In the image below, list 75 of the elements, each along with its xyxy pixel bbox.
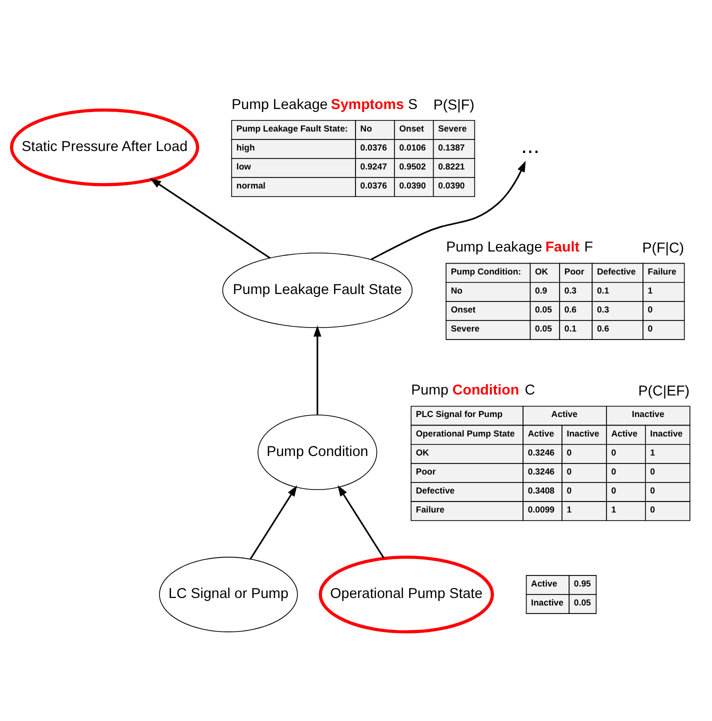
label: 0.3246 (528, 446, 555, 457)
label: P(C|EF) (638, 382, 690, 399)
label: 1 (650, 446, 656, 457)
label: 0.9247 (360, 160, 387, 171)
label: 1 (648, 284, 653, 295)
label: Active (611, 428, 638, 438)
label: Pump Condition: (450, 266, 522, 276)
label: Defective (596, 266, 636, 276)
label: Onset (399, 122, 424, 133)
label: Severe (450, 322, 480, 333)
label: 0 (650, 466, 656, 476)
label: 1 (611, 504, 616, 514)
label: Failure (416, 504, 444, 514)
label: Onset (450, 304, 476, 314)
label: high (236, 142, 255, 152)
label: Active (531, 578, 558, 588)
label: 0.0376 (360, 180, 387, 190)
label: 0.95 (574, 578, 591, 588)
label: 0.3408 (528, 484, 555, 495)
label: Defective (416, 484, 455, 495)
label: No (450, 284, 462, 295)
label: Failure (648, 266, 676, 276)
label: 0 (611, 446, 616, 457)
label: P(S|F) (433, 97, 474, 114)
label: 0.3 (564, 284, 577, 295)
label: Pump Leakage Fault F (446, 239, 593, 256)
label: 0.9502 (399, 160, 426, 171)
label: Pump Leakage Fault State: (236, 122, 348, 133)
label: 0.05 (574, 596, 591, 607)
label: No (360, 122, 372, 133)
label: Severe (438, 122, 467, 133)
label: 0 (648, 304, 653, 314)
label: Inactive (650, 428, 683, 438)
label: P(F|C) (642, 240, 684, 256)
label: 0 (566, 466, 572, 476)
label: 0.1 (596, 284, 610, 295)
label: Pump Condition C (411, 382, 536, 398)
label: 0.0106 (399, 142, 426, 152)
label: low (236, 160, 251, 171)
label: Active (528, 428, 554, 438)
label: 0.1 (564, 322, 577, 333)
label: 0.8221 (438, 160, 465, 171)
label: 1 (566, 504, 572, 514)
label: 0 (650, 484, 656, 495)
node-text: ... (520, 132, 540, 158)
label: Inactive (632, 408, 664, 419)
label: Poor (564, 266, 584, 276)
label: 0.05 (535, 322, 552, 333)
label: Active (551, 408, 578, 419)
label: 0.05 (535, 304, 552, 314)
label: Operational Pump State (416, 428, 515, 438)
label: Inactive (531, 596, 564, 607)
label: 0 (611, 466, 616, 476)
label: 0.0390 (438, 180, 465, 190)
label: normal (236, 180, 266, 190)
label: OK (535, 266, 548, 276)
label: 0 (648, 322, 653, 333)
label: PLC Signal for Pump (416, 408, 503, 419)
label: 0.6 (564, 304, 577, 314)
label: Poor (416, 466, 436, 476)
label: 0 (566, 446, 572, 457)
label: 0.9 (535, 284, 548, 295)
label: 0 (611, 484, 616, 495)
label: OK (416, 446, 429, 457)
label: 0 (650, 504, 656, 514)
label: 0.0099 (528, 504, 555, 514)
label: 0.1387 (438, 142, 465, 152)
label: Inactive (566, 428, 600, 438)
label: 0.3246 (528, 466, 555, 476)
label: 0.0376 (360, 142, 387, 152)
label: 0.3 (596, 304, 610, 314)
label: Pump Leakage Symptoms S (232, 96, 418, 112)
label: 0.0390 (399, 180, 426, 190)
label: 0 (566, 484, 572, 495)
label: 0.6 (596, 322, 610, 333)
